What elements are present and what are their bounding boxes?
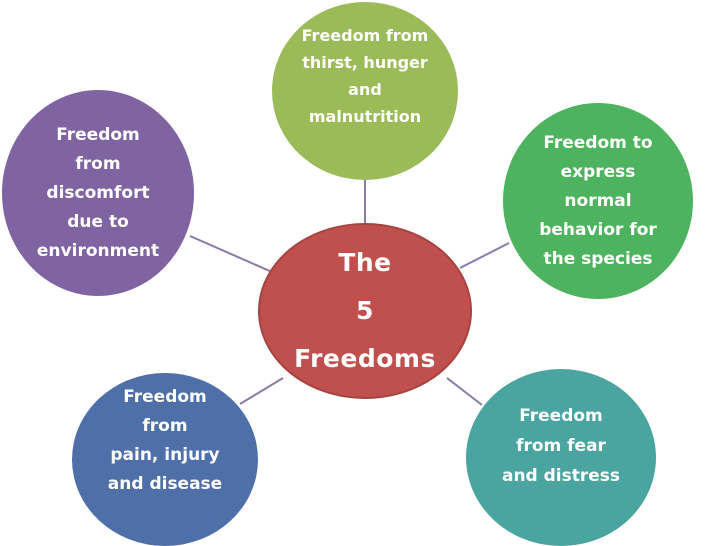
freedom-express-behavior-node: Freedom to express normal behavior for t… [503, 103, 693, 299]
hub-line: Freedoms [294, 344, 436, 373]
label-line: thirst, hunger [302, 53, 428, 72]
label-line: and disease [107, 473, 223, 494]
label-line: from [75, 153, 121, 174]
hub-line: 5 [356, 296, 374, 325]
five-freedoms-hub: The 5 Freedoms [258, 223, 472, 399]
label-line: Freedom to [543, 132, 653, 153]
freedom-thirst-hunger-node: Freedom from thirst, hunger and malnutri… [272, 2, 458, 180]
freedom-express-behavior-label: Freedom to express normal behavior for t… [539, 129, 657, 274]
label-line: due to [67, 211, 129, 232]
freedom-thirst-hunger-label: Freedom from thirst, hunger and malnutri… [302, 22, 429, 130]
freedom-fear-distress-label: Freedom from fear and distress [502, 401, 620, 491]
label-line: express [560, 161, 636, 182]
freedom-discomfort-label: Freedom from discomfort due to environme… [37, 121, 159, 266]
label-line: the species [543, 248, 653, 269]
connector-right [459, 242, 510, 269]
label-line: Freedom [519, 405, 603, 426]
label-line: behavior for [539, 219, 657, 240]
freedom-fear-distress-node: Freedom from fear and distress [466, 369, 656, 546]
label-line: malnutrition [308, 107, 422, 126]
label-line: from [142, 415, 188, 436]
label-line: normal [564, 190, 632, 211]
label-line: environment [36, 240, 160, 261]
label-line: Freedom [56, 124, 140, 145]
connector-bottom-left [239, 377, 284, 405]
label-line: discomfort [46, 182, 150, 203]
freedom-pain-injury-label: Freedom from pain, injury and disease [108, 383, 222, 499]
freedom-pain-injury-node: Freedom from pain, injury and disease [72, 373, 258, 546]
hub-line: The [338, 248, 392, 277]
label-line: pain, injury [110, 444, 220, 465]
connector-bottom-right [446, 377, 483, 406]
label-line: Freedom from [301, 26, 429, 45]
label-line: Freedom [123, 386, 207, 407]
label-line: and [348, 80, 382, 99]
connector-left [189, 235, 273, 273]
hub-label: The 5 Freedoms [294, 239, 436, 383]
label-line: and distress [501, 465, 621, 486]
freedom-discomfort-node: Freedom from discomfort due to environme… [2, 90, 194, 296]
label-line: from fear [516, 435, 606, 456]
